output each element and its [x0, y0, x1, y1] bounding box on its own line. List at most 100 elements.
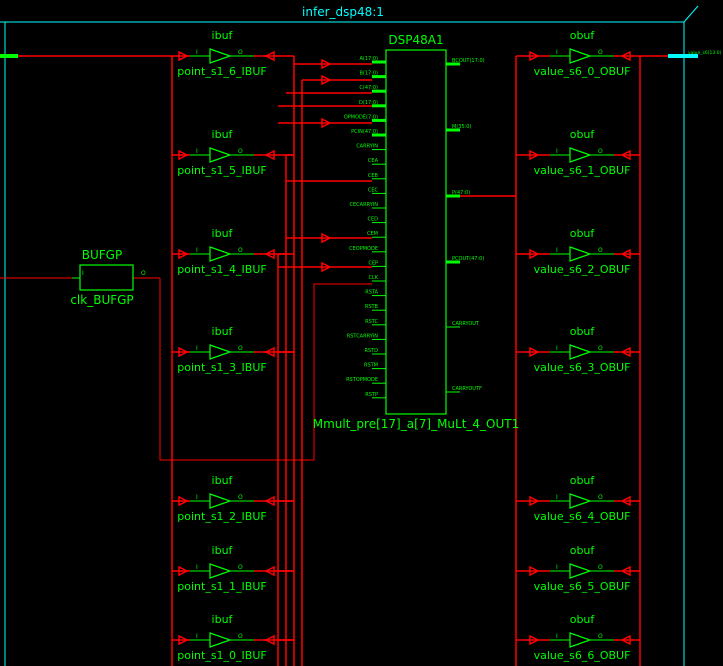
bufgp-cell[interactable]: BUFGP clk_BUFGP I O — [70, 248, 160, 307]
dsp-left-pin: RSTC — [365, 319, 378, 325]
input_buffers-pin-in: I — [196, 633, 198, 640]
input_buffers-type: ibuf — [212, 544, 234, 557]
right-port-label: value_s6(13:0) — [688, 50, 722, 56]
dsp-left-pin: CECARRYIN — [350, 202, 379, 208]
output_buffers-pin-out: O — [598, 564, 603, 571]
ctrl-arrow-cem — [321, 232, 332, 244]
dsp-left-pin: RSTM — [364, 363, 378, 369]
dsp-left-pin: CARRYIN — [356, 144, 378, 150]
output_buffers-pin-in: I — [556, 633, 558, 640]
dsp-left-pin: RSTB — [365, 304, 379, 310]
dsp-right-pin: M(35:0) — [452, 124, 471, 130]
bufgp-instance: clk_BUFGP — [70, 293, 133, 307]
output_buffers-type: obuf — [570, 227, 596, 240]
input_buffers-pin-in: I — [196, 49, 198, 56]
dsp-left-pin: CEOPMODE — [349, 246, 378, 252]
output_buffers-pin-in: I — [556, 247, 558, 254]
dsp-left-pin: D(17:0) — [359, 100, 378, 106]
input_buffers-type: ibuf — [212, 613, 234, 626]
output_buffers-type: obuf — [570, 613, 596, 626]
dsp-right-pin: P(47:0) — [452, 190, 470, 196]
ctrl-arrow-cep — [321, 261, 332, 273]
module-title: infer_dsp48:1 — [302, 5, 384, 19]
input_buffers-instance: point_s1_2_IBUF — [177, 510, 266, 523]
input_buffers-pin-out: O — [238, 247, 243, 254]
dsp-left-pin: CEC — [368, 187, 379, 193]
output_buffers-pin-out: O — [598, 247, 603, 254]
input_buffers-pin-in: I — [196, 564, 198, 571]
output_buffers-type: obuf — [570, 544, 596, 557]
ctrl-arrow-opmode — [321, 117, 332, 129]
input_buffers-pin-out: O — [238, 494, 243, 501]
ctrl-arrow-a — [321, 58, 332, 70]
output_buffers-pin-out: O — [598, 345, 603, 352]
dsp-left-pin: PCIN(47:0) — [351, 129, 378, 135]
dsp-left-pin: RSTA — [365, 290, 378, 296]
input_buffers-type: ibuf — [212, 325, 234, 338]
left-port[interactable] — [0, 54, 18, 58]
input_buffers-pin-in: I — [196, 494, 198, 501]
output_buffers-instance: value_s6_0_OBUF — [534, 65, 631, 78]
input_buffers-pin-in: I — [196, 247, 198, 254]
dsp-left-pin: CEA — [368, 158, 379, 164]
ctrl-arrow-b — [321, 74, 332, 86]
input_buffers-instance: point_s1_1_IBUF — [177, 580, 266, 593]
bufgp-pin-out: O — [141, 270, 146, 277]
output_buffers-pin-in: I — [556, 345, 558, 352]
output_buffers-instance: value_s6_2_OBUF — [534, 263, 631, 276]
input_buffers-pin-in: I — [196, 148, 198, 155]
input_buffers-type: ibuf — [212, 474, 234, 487]
output_buffers-pin-out: O — [598, 49, 603, 56]
output_buffers-type: obuf — [570, 128, 596, 141]
input_buffers-pin-out: O — [238, 345, 243, 352]
input_buffers-type: ibuf — [212, 227, 234, 240]
dsp-right-pin: CARRYOUT — [452, 321, 480, 327]
module-frame — [0, 5, 699, 666]
input_buffers-type: ibuf — [212, 29, 234, 42]
dsp-left-pin: RSTD — [364, 348, 378, 354]
output_buffers-instance: value_s6_5_OBUF — [534, 580, 631, 593]
output_buffers-pin-in: I — [556, 494, 558, 501]
dsp-left-pin: RSTOPMODE — [346, 377, 378, 383]
input_buffers-instance: point_s1_5_IBUF — [177, 164, 266, 177]
dsp-left-pin: CLK — [368, 275, 378, 281]
input_buffers-type: ibuf — [212, 128, 234, 141]
dsp-instance: Mmult_pre[17]_a[7]_MuLt_4_OUT1 — [313, 417, 520, 431]
output_buffers-type: obuf — [570, 325, 596, 338]
output_buffers-instance: value_s6_1_OBUF — [534, 164, 631, 177]
output_buffers-instance: value_s6_4_OBUF — [534, 510, 631, 523]
dsp-right-pin: CARRYOUTF — [452, 386, 482, 392]
input_buffers-pin-out: O — [238, 564, 243, 571]
output_buffers-pin-out: O — [598, 494, 603, 501]
right-port[interactable] — [668, 54, 698, 58]
dsp-type: DSP48A1 — [388, 33, 443, 47]
input_buffers-pin-out: O — [238, 49, 243, 56]
output_buffers-type: obuf — [570, 29, 596, 42]
output_buffers-pin-in: I — [556, 564, 558, 571]
dsp-right-pin: PCOUT(47:0) — [452, 256, 484, 262]
input_buffers-instance: point_s1_0_IBUF — [177, 649, 266, 662]
input_buffers-instance: point_s1_4_IBUF — [177, 263, 266, 276]
output_buffers-instance: value_s6_3_OBUF — [534, 361, 631, 374]
dsp-left-pin: A(17:0) — [359, 56, 378, 62]
output_buffers-pin-out: O — [598, 148, 603, 155]
input_buffers-instance: point_s1_6_IBUF — [177, 65, 266, 78]
dsp-left-pin: B(17:0) — [359, 71, 378, 77]
